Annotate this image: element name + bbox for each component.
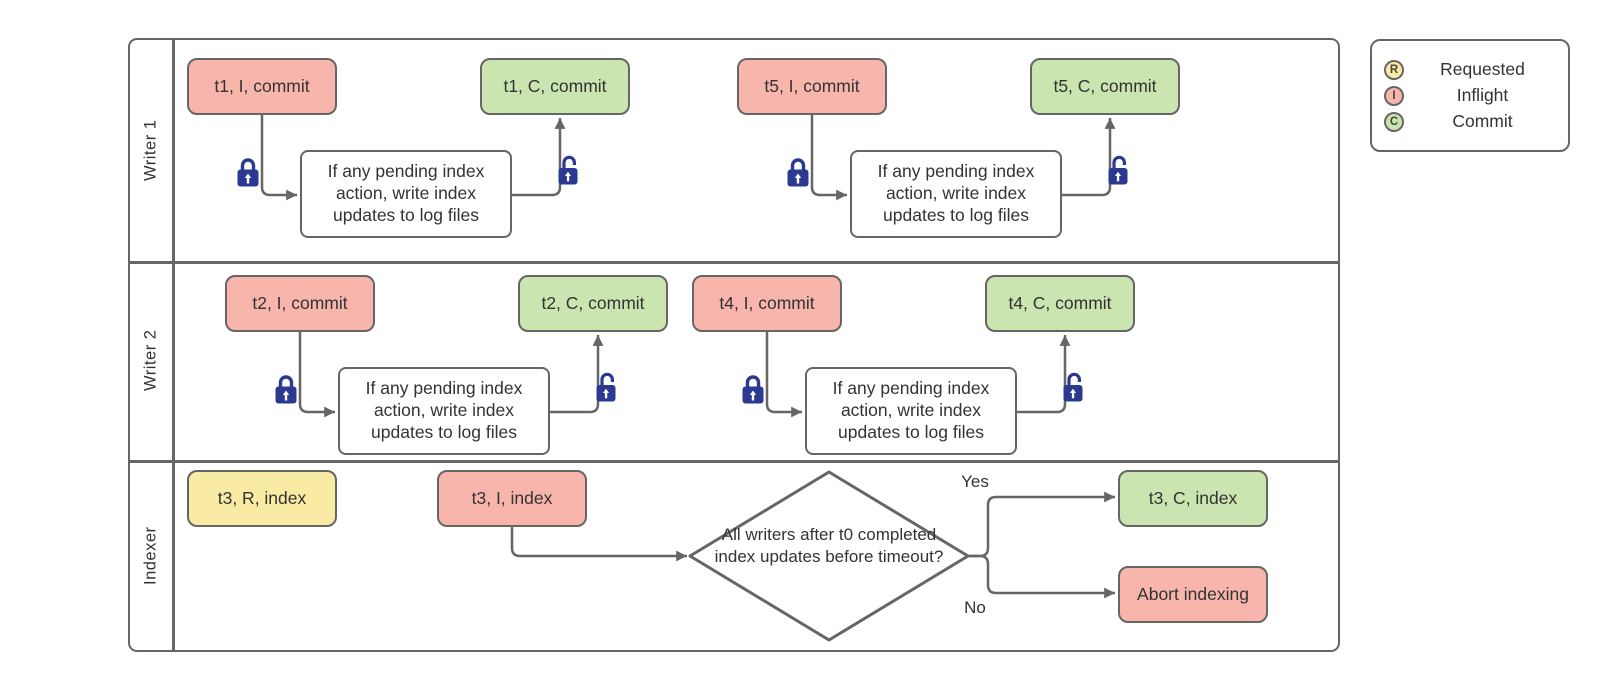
node-pending-index-4-text: If any pending index action, write index… xyxy=(832,378,990,442)
legend-label-commit: Commit xyxy=(1452,111,1513,131)
closed-lock-icon xyxy=(741,372,765,406)
node-t1-commit: t1, C, commit xyxy=(480,58,630,115)
branch-label-no: No xyxy=(964,598,986,617)
open-lock-icon xyxy=(557,153,581,187)
open-lock-icon xyxy=(1062,370,1086,404)
commit-state-icon: C xyxy=(1384,111,1404,132)
node-t3-requested: t3, R, index xyxy=(187,470,337,527)
node-pending-index-4: If any pending index action, write index… xyxy=(805,367,1017,455)
node-t2-inflight: t2, I, commit xyxy=(225,275,375,332)
legend: R Requested I Inflight C Commit xyxy=(1370,39,1570,152)
lane-label-writer2: Writer 2 xyxy=(141,329,160,392)
open-lock-icon xyxy=(1107,153,1131,187)
inflight-state-icon: I xyxy=(1384,85,1404,106)
node-t4-inflight: t4, I, commit xyxy=(692,275,842,332)
node-abort-indexing: Abort indexing xyxy=(1118,566,1268,623)
node-t3-inflight: t3, I, index xyxy=(437,470,587,527)
closed-lock-icon xyxy=(236,155,260,189)
node-t5-commit: t5, C, commit xyxy=(1030,58,1180,115)
node-pending-index-1-text: If any pending index action, write index… xyxy=(327,161,485,225)
lane-divider-2 xyxy=(130,460,1338,463)
legend-label-inflight: Inflight xyxy=(1456,85,1509,105)
requested-state-icon: R xyxy=(1384,59,1404,80)
open-lock-icon xyxy=(595,370,619,404)
lane-label-column-divider xyxy=(172,40,175,650)
legend-row-commit: C Commit xyxy=(1384,111,1558,132)
node-t5-inflight: t5, I, commit xyxy=(737,58,887,115)
legend-row-requested: R Requested xyxy=(1384,59,1558,80)
legend-row-inflight: I Inflight xyxy=(1384,85,1558,106)
closed-lock-icon xyxy=(786,155,810,189)
node-pending-index-2-text: If any pending index action, write index… xyxy=(877,161,1035,225)
node-pending-index-3-text: If any pending index action, write index… xyxy=(365,378,523,442)
branch-label-yes: Yes xyxy=(961,472,989,491)
node-t3-commit: t3, C, index xyxy=(1118,470,1268,527)
lane-divider-1 xyxy=(130,261,1338,264)
legend-label-requested: Requested xyxy=(1440,59,1525,79)
node-t1-inflight: t1, I, commit xyxy=(187,58,337,115)
node-t4-commit: t4, C, commit xyxy=(985,275,1135,332)
lane-label-indexer: Indexer xyxy=(141,526,160,585)
node-pending-index-3: If any pending index action, write index… xyxy=(338,367,550,455)
closed-lock-icon xyxy=(274,372,298,406)
decision-label: All writers after t0 completed index upd… xyxy=(714,525,944,566)
node-pending-index-2: If any pending index action, write index… xyxy=(850,150,1062,238)
lane-label-writer1: Writer 1 xyxy=(141,119,160,182)
node-t2-commit: t2, C, commit xyxy=(518,275,668,332)
node-pending-index-1: If any pending index action, write index… xyxy=(300,150,512,238)
